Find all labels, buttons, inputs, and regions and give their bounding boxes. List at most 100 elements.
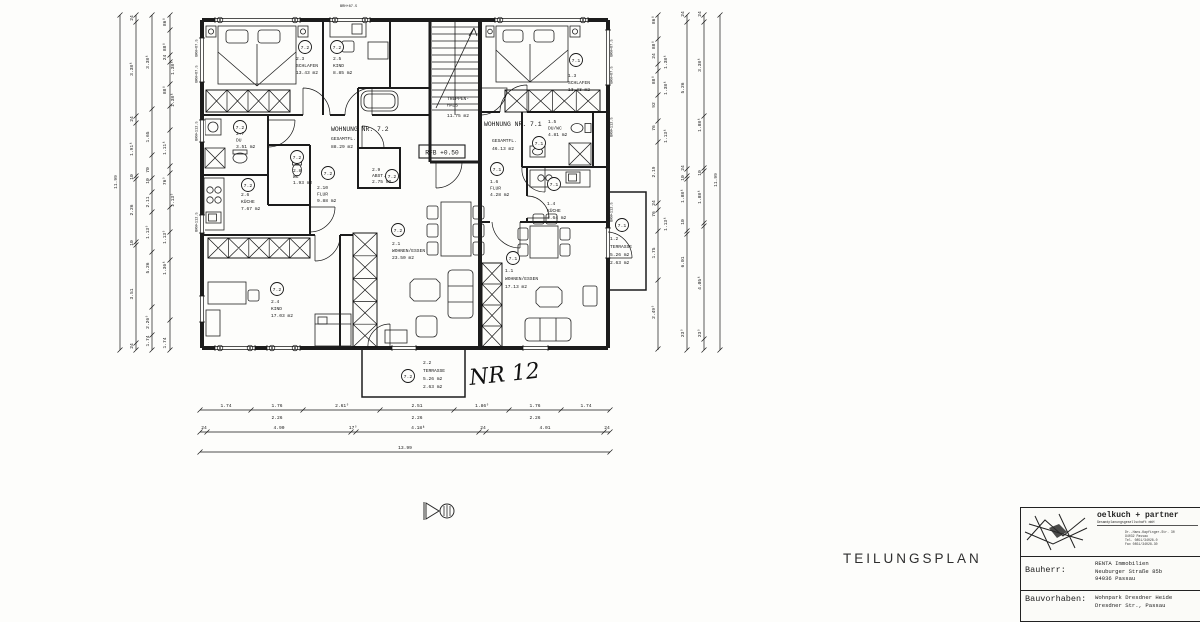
room-2-9-area: 2.75 m2 — [372, 179, 392, 185]
shutter-mark-dot — [249, 347, 251, 349]
room-2-8-no: 2.8 — [293, 168, 302, 174]
shutter-mark-icon — [268, 344, 276, 352]
window — [523, 345, 548, 351]
firm-logo — [1021, 508, 1097, 556]
dim-l2-5: 10 — [129, 174, 135, 180]
dimension-ticks — [197, 429, 613, 435]
window-glazing — [214, 17, 301, 23]
staircase — [432, 20, 478, 115]
firm-address-line: Fax 0851/34028-30 — [1125, 542, 1158, 546]
apartment-marker — [385, 169, 399, 183]
dim-r2-8: 23⁵ — [680, 329, 686, 338]
brh-right-1: BRH+87.5 — [611, 39, 615, 56]
window-glazing — [391, 345, 417, 351]
dim-l4-12: 1.74 — [162, 337, 168, 348]
dim-r1-7: 2.19 — [651, 166, 657, 177]
room-1-5-no: 1.5 — [548, 119, 557, 125]
room-1-2-area: 5.26 m2 — [610, 252, 630, 258]
shutter-mark-dot — [364, 19, 366, 21]
dim-l2-3: 24 — [129, 116, 135, 122]
room-2-7-area: 3.51 m2 — [236, 144, 256, 150]
apartment-marker — [241, 178, 255, 192]
dining-21 — [426, 201, 485, 257]
dim-b1-6: 1.76 — [529, 403, 540, 409]
dim-r3-2: 3.38⁸ — [697, 58, 703, 72]
handwritten-number: NR 12 — [467, 359, 541, 391]
bath-15 — [529, 123, 592, 166]
bed-72 — [205, 25, 309, 87]
window — [495, 17, 588, 23]
dim-r3-6: 4.05⁸ — [697, 276, 703, 290]
terrace-bottom-outline — [361, 348, 466, 398]
apartment-marker — [330, 40, 344, 54]
dimension-ticks — [684, 12, 690, 353]
bed-71 — [485, 25, 581, 83]
dimension-ticks — [117, 12, 123, 353]
window — [267, 345, 300, 351]
room-1-1-area: 17.13 m2 — [505, 284, 527, 290]
lounge-21 — [384, 269, 474, 344]
dim-r1-4: 88⁸ — [651, 76, 657, 85]
dim-l3-6: 1.13⁵ — [145, 225, 151, 239]
terrace-right-outline — [608, 191, 647, 291]
level-mark-box — [418, 144, 466, 159]
room-2-3-no: 2.3 — [296, 56, 305, 62]
shutter-mark-dot — [294, 347, 296, 349]
apartment-marker — [298, 40, 312, 54]
firm-address-line: 94032 Passau — [1125, 534, 1148, 538]
dim-l2-1: 24 — [129, 15, 135, 21]
window — [199, 120, 205, 142]
dim-l3-1: 3.38⁸ — [145, 55, 151, 69]
dim-b2-7: 24 — [604, 425, 610, 431]
firm-address: Dr.-Hans-Kapfinger-Str. 30 94032 Passau … — [1125, 530, 1198, 546]
title-block: oelkuch + partner Gesamtplanungsgesellsc… — [1020, 507, 1200, 622]
room-1-2-no: 1.2 — [610, 236, 619, 242]
dim-r2-2: 5.26 — [680, 82, 686, 93]
window — [199, 296, 205, 322]
apartment-marker-label: 7.2 — [236, 125, 245, 131]
apartment-marker-label: 7.1 — [618, 223, 627, 229]
dim-b2-5: 24 — [480, 425, 486, 431]
shutter-mark-icon — [331, 16, 339, 24]
room-2-9-no: 2.9 — [372, 167, 381, 173]
dim-r3-5: 1.88⁸ — [697, 190, 703, 204]
dim-l4-8: 76⁵ — [162, 177, 168, 186]
apartment-marker — [490, 162, 504, 176]
room-treppenhaus-2: HAUS — [447, 103, 458, 109]
room-2-8-name: WC — [293, 174, 299, 180]
dim-r2-3: 24 — [680, 165, 686, 171]
dim-l2-2: 3.38⁸ — [129, 62, 135, 76]
door-swing — [607, 231, 633, 259]
shutter-mark-dot — [294, 19, 296, 21]
bauherr-line: RENTA Immobilien — [1095, 560, 1149, 567]
dim-l2-7: 10 — [129, 240, 135, 246]
dim-l2-8: 3.51 — [129, 288, 135, 299]
door-swing — [499, 84, 528, 113]
bauvorhaben-value: Wohnpark Dresdner Heide Dresdner Str., P… — [1093, 591, 1200, 621]
bauherr-label: Bauherr: — [1025, 565, 1066, 575]
window-glazing — [494, 17, 589, 23]
bauherr-value: RENTA Immobilien Neuburger Straße 85b 94… — [1093, 557, 1200, 590]
dim-l3-7: 5.26 — [145, 262, 151, 273]
shutter-mark-dot — [219, 19, 221, 21]
apartment-marker — [290, 150, 304, 164]
bauvorhaben-line: Wohnpark Dresdner Heide — [1095, 594, 1173, 601]
window-glazing — [266, 345, 301, 351]
closet-hatch — [504, 89, 601, 113]
window — [199, 215, 205, 233]
shutter-mark-icon — [216, 16, 224, 24]
dim-r2-4: 10 — [680, 175, 686, 181]
room-1-5-area: 4.81 m2 — [548, 132, 568, 138]
door-swing — [302, 87, 331, 116]
shutter-mark-icon — [291, 344, 299, 352]
shower-27 — [204, 118, 248, 169]
dim-b1-3: 2.61⁵ — [335, 403, 349, 409]
dimension-ticks — [655, 12, 661, 352]
w72-gesamtfl: GESAMTFL. — [331, 136, 356, 142]
dim-l2-4: 1.91⁸ — [129, 142, 135, 156]
closet-hatch — [481, 262, 503, 348]
room-2-5-area: 8.85 m2 — [333, 70, 353, 76]
brh-left-4: BRH+112.5 — [196, 212, 200, 231]
dim-b1s-1: 2.26 — [271, 415, 282, 421]
window — [215, 17, 300, 23]
